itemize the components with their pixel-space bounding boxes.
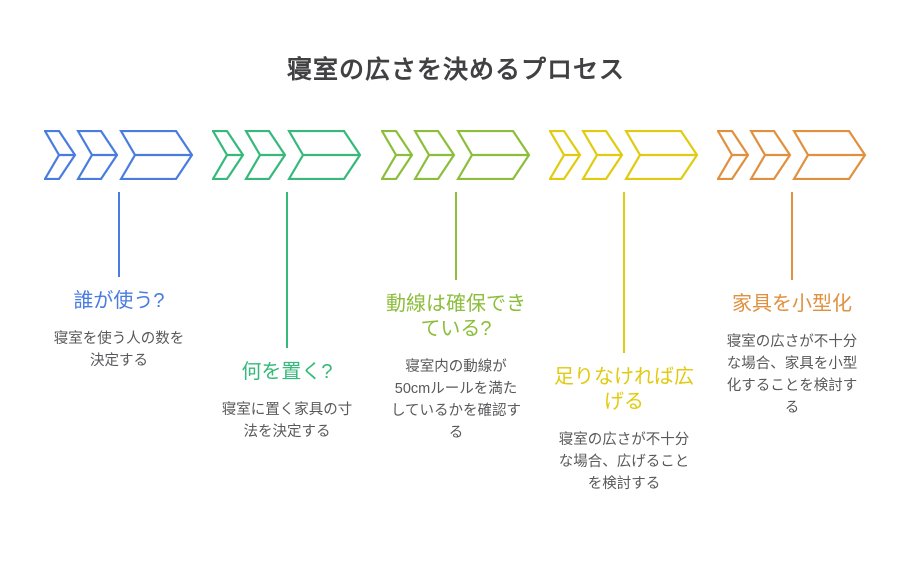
connector-line [622, 192, 626, 353]
chevron-arrows-icon [44, 130, 194, 180]
process-step-2: 何を置く? 寝室に置く家具の寸 法を決定する [203, 130, 371, 443]
connector-line [285, 192, 289, 348]
step-description: 寝室を使う人の数を 決定する [53, 331, 185, 369]
process-step-1: 誰が使う? 寝室を使う人の数を 決定する [35, 130, 203, 372]
chevron-arrows-icon [212, 130, 362, 180]
connector-line [117, 192, 121, 277]
process-step-4: 足りなければ広 げる 寝室の広さが不十分 な場合、広げること を検討する [540, 130, 708, 495]
step-title: 何を置く? [241, 361, 333, 383]
chevron-arrows-icon [381, 130, 531, 180]
step-title: 動線は確保でき ている? [386, 293, 526, 340]
step-title: 誰が使う? [73, 290, 165, 312]
step-description: 寝室内の動線が 50cmルールを満た しているかを確認す る [390, 359, 522, 441]
connector-line [454, 192, 458, 280]
connector-line [790, 192, 794, 280]
step-title: 足りなければ広 げる [554, 366, 694, 413]
page-title: 寝室の広さを決めるプロセス [286, 56, 625, 84]
step-description: 寝室に置く家具の寸 法を決定する [221, 402, 353, 440]
chevron-arrows-icon [717, 130, 867, 180]
step-description: 寝室の広さが不十分 な場合、広げること を検討する [558, 432, 690, 492]
process-step-3: 動線は確保でき ている? 寝室内の動線が 50cmルールを満た しているかを確認… [372, 130, 540, 444]
process-step-5: 家具を小型化 寝室の広さが不十分 な場合、家具を小型 化することを検討す る [708, 130, 876, 419]
step-title: 家具を小型化 [732, 293, 852, 315]
chevron-arrows-icon [549, 130, 699, 180]
step-description: 寝室の広さが不十分 な場合、家具を小型 化することを検討す る [726, 334, 858, 416]
